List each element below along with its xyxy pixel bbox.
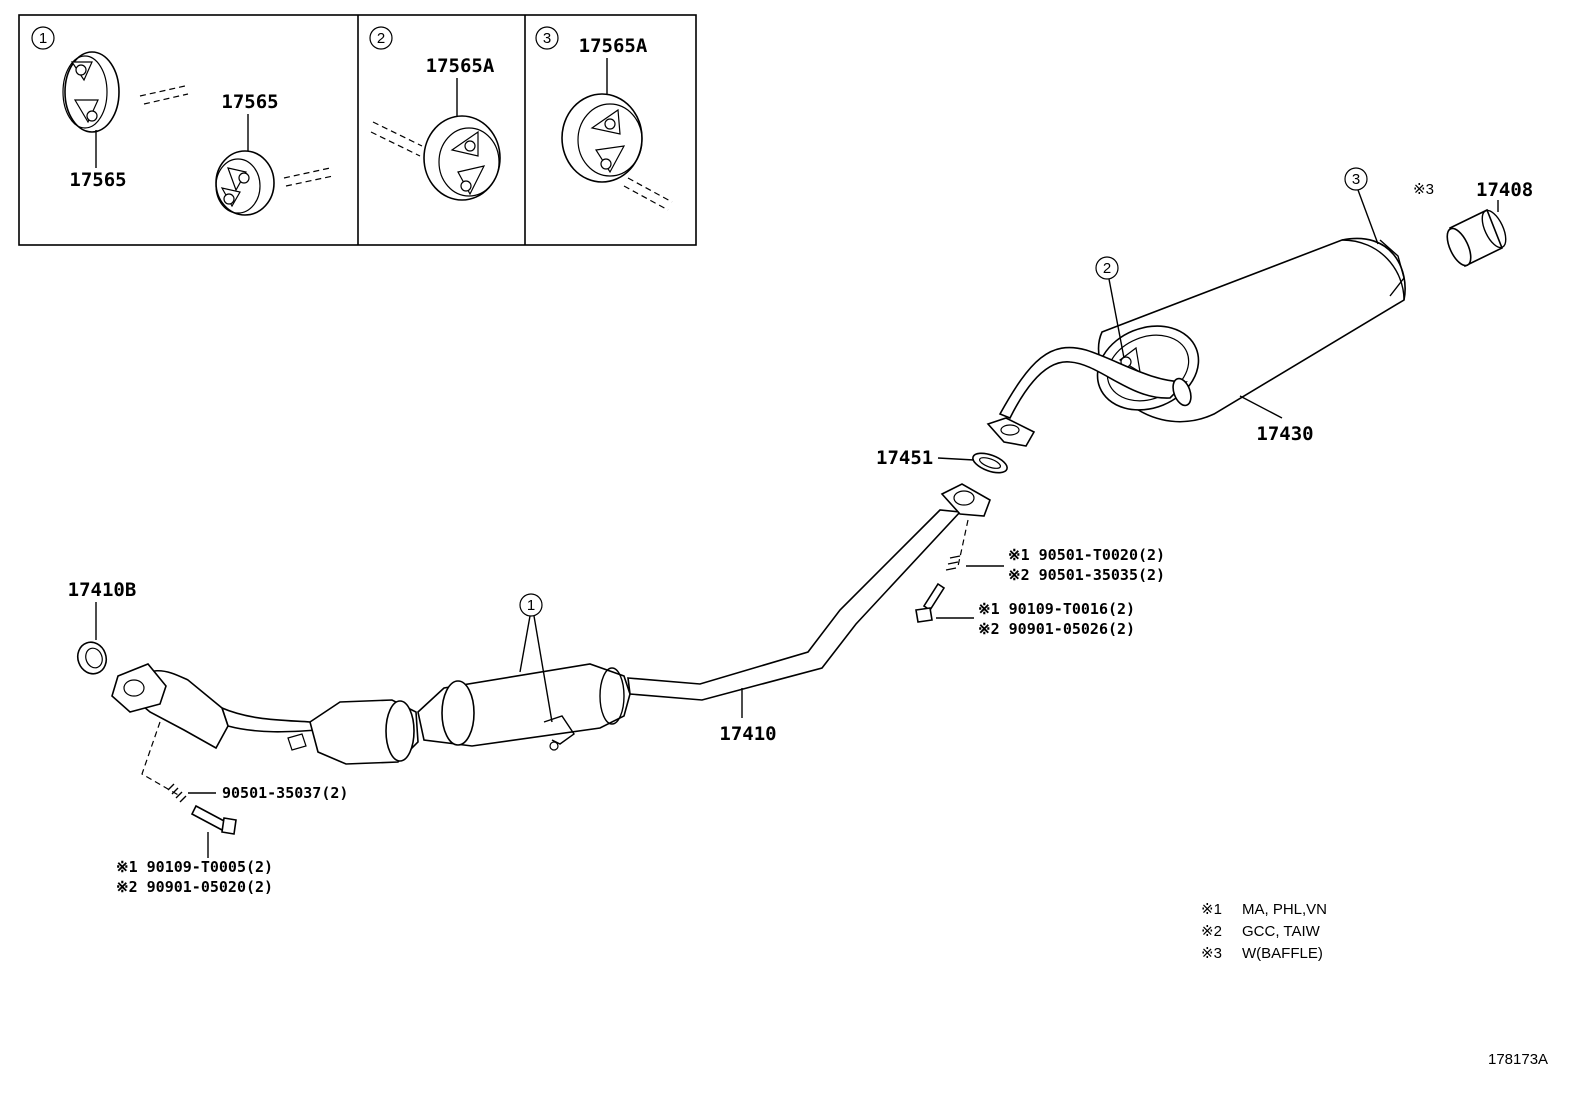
gasket-ring-icon bbox=[972, 452, 1008, 474]
part-17451-label: 17451 bbox=[876, 447, 933, 469]
rubber-hanger-icon bbox=[561, 93, 643, 183]
front-pipe-icon bbox=[111, 483, 991, 765]
inset-2: 2 17565A bbox=[369, 26, 501, 201]
legend: ※1 MA, PHL,VN ※2 GCC, TAIW ※3 W(BAFFLE) bbox=[1201, 901, 1327, 962]
part-17408-label: 17408 bbox=[1476, 179, 1533, 201]
bolt-b1-label: ※1 90109-T0005(2) bbox=[116, 858, 273, 876]
rubber-hanger-icon bbox=[423, 115, 501, 201]
svg-text:2: 2 bbox=[1103, 260, 1111, 277]
inset-1-part-b: 17565 bbox=[221, 91, 278, 113]
main-muffler-icon bbox=[986, 237, 1406, 447]
spring-2-label: ※2 90501-35035(2) bbox=[1008, 566, 1165, 584]
rubber-hanger-icon bbox=[62, 51, 120, 133]
rubber-hanger-icon bbox=[215, 150, 275, 216]
part-17408-note: ※3 bbox=[1413, 181, 1434, 198]
legend-3-mark: ※3 bbox=[1201, 945, 1222, 962]
inset-2-number: 2 bbox=[377, 30, 385, 47]
bolt-c1-label: ※1 90109-T0016(2) bbox=[978, 600, 1135, 618]
gasket-ring-icon bbox=[76, 641, 108, 675]
callout-2: 2 bbox=[1095, 256, 1125, 359]
inset-panel bbox=[18, 14, 697, 246]
diagram-id: 178173A bbox=[1488, 1051, 1548, 1068]
inset-3-number: 3 bbox=[543, 30, 551, 47]
legend-3-text: W(BAFFLE) bbox=[1242, 945, 1323, 962]
legend-1-mark: ※1 bbox=[1201, 901, 1222, 918]
bolt-a-label: 90501-35037(2) bbox=[222, 784, 348, 802]
part-17430-label: 17430 bbox=[1256, 423, 1313, 445]
svg-text:1: 1 bbox=[527, 597, 535, 614]
part-17410-label: 17410 bbox=[719, 723, 776, 745]
callout-3: 3 bbox=[1344, 167, 1379, 245]
bolt-c2-label: ※2 90901-05026(2) bbox=[978, 620, 1135, 638]
inset-2-part: 17565A bbox=[426, 55, 495, 77]
inset-1-part-a: 17565 bbox=[69, 169, 126, 191]
spring-1-label: ※1 90501-T0020(2) bbox=[1008, 546, 1165, 564]
legend-2-mark: ※2 bbox=[1201, 923, 1222, 940]
callout-1: 1 bbox=[519, 593, 553, 723]
bolt-b2-label: ※2 90901-05020(2) bbox=[116, 878, 273, 896]
legend-1-text: MA, PHL,VN bbox=[1242, 901, 1327, 918]
inset-1-number: 1 bbox=[39, 30, 47, 47]
spring-icon bbox=[167, 783, 187, 803]
tail-pipe-icon bbox=[1446, 208, 1507, 268]
inset-3-part: 17565A bbox=[579, 35, 648, 57]
part-17410B-label: 17410B bbox=[68, 579, 137, 601]
inset-3: 3 17565A bbox=[535, 26, 673, 211]
bolt-icon bbox=[190, 804, 237, 835]
svg-text:3: 3 bbox=[1352, 171, 1360, 188]
legend-2-text: GCC, TAIW bbox=[1242, 923, 1321, 940]
spring-icon bbox=[945, 555, 961, 571]
inset-1: 1 17565 17565 bbox=[31, 26, 334, 216]
bolt-icon bbox=[915, 582, 946, 623]
